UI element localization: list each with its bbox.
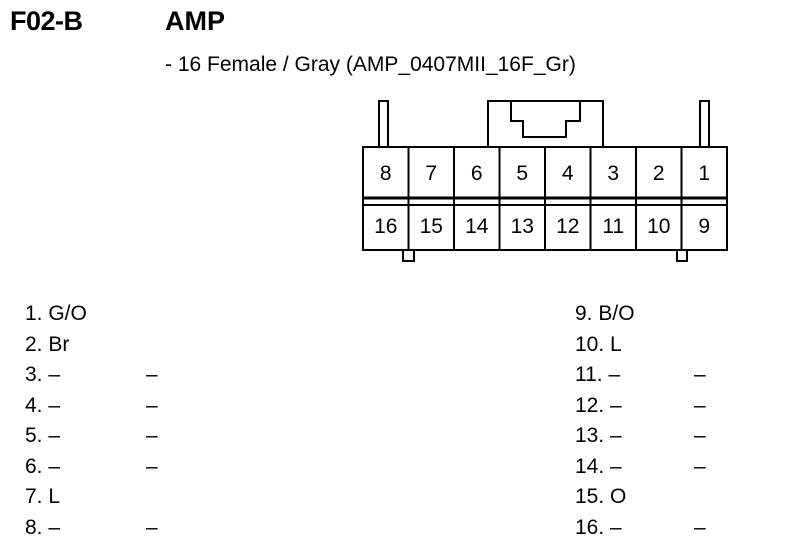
pin-wire-color: 4. – xyxy=(25,393,61,417)
lock-tab xyxy=(510,101,581,138)
pin-extra: – xyxy=(146,454,158,478)
pin-wire-color: 2. Br xyxy=(25,332,70,356)
pin-wire-color: 6. – xyxy=(25,454,61,478)
pin-extra: – xyxy=(146,363,158,386)
pin-number-bottom: 16 xyxy=(374,215,397,238)
pin-number-bottom: 15 xyxy=(420,215,443,238)
pin-wire-color: 3. – xyxy=(25,363,61,386)
pin-number-bottom: 11 xyxy=(602,215,624,238)
pin-extra: – xyxy=(146,424,158,447)
right-latch-post xyxy=(699,100,710,148)
pin-wire-color: 7. L xyxy=(25,485,61,508)
pin-number-bottom: 13 xyxy=(511,215,534,238)
pin-wire-color: 16. – xyxy=(575,515,622,539)
pin-wire-color: 13. – xyxy=(575,424,622,447)
left-latch-post xyxy=(378,100,389,148)
pin-wire-color: 15. O xyxy=(575,485,627,508)
pin-number-top: 3 xyxy=(607,162,619,185)
right-key xyxy=(676,249,688,262)
pin-wire-color: 14. – xyxy=(575,454,622,478)
pin-wire-color: 5. – xyxy=(25,424,61,447)
connector-code: F02-B xyxy=(10,6,83,36)
pin-number-bottom: 9 xyxy=(698,215,710,238)
connector-diagram: 8 7 6 5 4 3 2 1 16 15 14 13 12 11 10 9 xyxy=(362,100,728,262)
pin-number-bottom: 14 xyxy=(465,215,489,238)
left-key xyxy=(402,249,415,262)
pin-wire-color: 12. – xyxy=(575,393,622,417)
pin-wire-color: 8. – xyxy=(25,515,61,539)
pin-number-top: 5 xyxy=(516,162,528,185)
pin-number-top: 7 xyxy=(425,162,437,185)
pin-number-top: 1 xyxy=(698,162,710,185)
connector-title: AMP xyxy=(165,6,225,36)
pin-number-top: 2 xyxy=(653,162,665,185)
pin-number-top: 4 xyxy=(562,162,574,185)
pin-wire-color: 11. – xyxy=(575,363,621,386)
pin-number-bottom: 12 xyxy=(556,215,579,238)
pin-extra: – xyxy=(694,363,706,386)
pin-number-bottom: 10 xyxy=(647,215,670,238)
pin-wire-color: 1. G/O xyxy=(25,302,87,325)
pin-extra: – xyxy=(694,393,706,417)
pin-number-top: 6 xyxy=(471,162,483,185)
pin-extra: – xyxy=(694,454,706,478)
pin-wire-color: 9. B/O xyxy=(575,302,635,325)
pin-extra: – xyxy=(694,515,706,539)
lock-housing xyxy=(487,100,604,147)
connector-subtitle: - 16 Female / Gray (AMP_0407MII_16F_Gr) xyxy=(165,53,576,76)
pin-extra: – xyxy=(146,393,158,417)
pin-wire-color: 10. L xyxy=(575,332,622,356)
pin-number-top: 8 xyxy=(380,162,392,185)
pin-extra: – xyxy=(146,515,158,539)
pin-extra: – xyxy=(694,424,706,447)
